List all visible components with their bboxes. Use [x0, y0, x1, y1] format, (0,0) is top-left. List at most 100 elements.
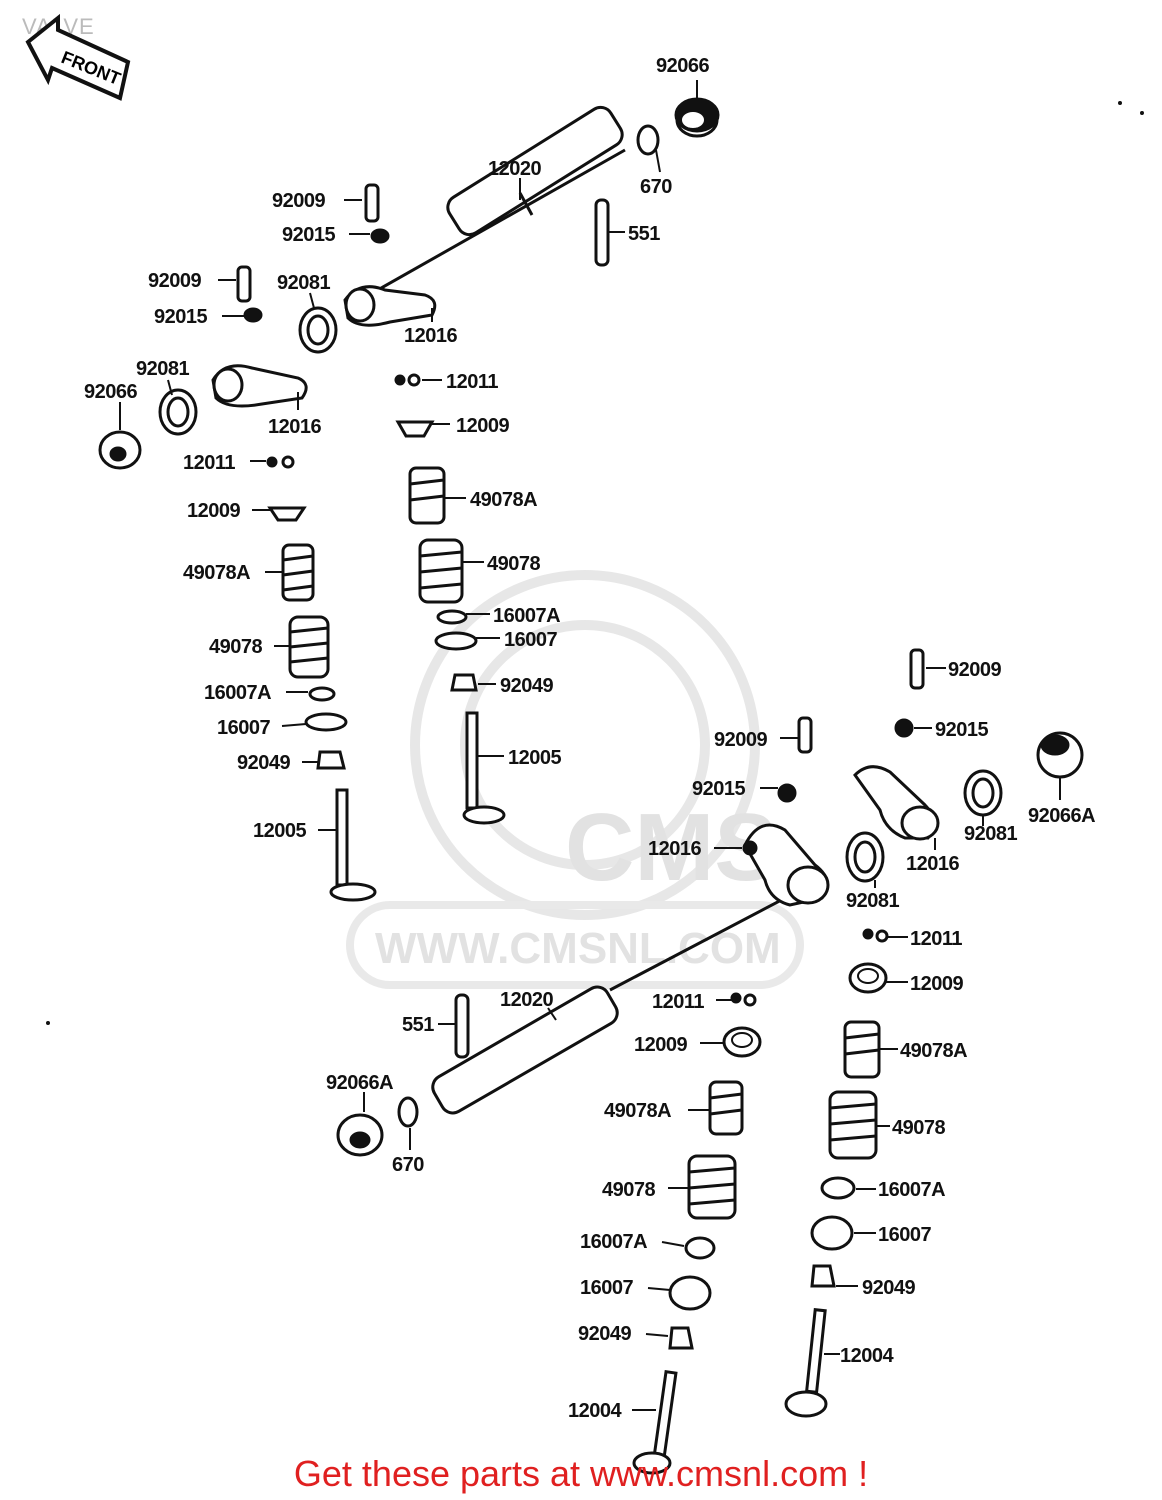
rocker-spring-2: [158, 388, 198, 436]
valve-4: [784, 1308, 828, 1418]
keeper-4: [862, 928, 874, 940]
retainer-4: [848, 962, 888, 994]
lock-nut-3: [777, 783, 797, 803]
rocker-shaft: [359, 105, 626, 302]
part-label: 92081: [964, 823, 1017, 845]
retainer-2: [395, 420, 435, 438]
part-label: 92009: [714, 729, 767, 751]
part-label: 92081: [846, 890, 899, 912]
part-label: 92049: [578, 1323, 631, 1345]
part-label: 49078A: [900, 1040, 967, 1062]
cms-watermark: CMS WWW.CMSNL.COM: [346, 570, 804, 989]
valve-stack-lower-right: [784, 928, 889, 1418]
part-labels: 92066 12020 670 551 92009 92015 92009 92…: [84, 55, 1096, 1422]
o-ring-lower: [397, 1096, 419, 1128]
valve-stack-middle: [394, 373, 506, 825]
keeper-3: [730, 992, 742, 1004]
keeper-1b: [281, 455, 295, 469]
part-label: 92081: [136, 358, 189, 380]
part-label: 92009: [948, 659, 1001, 681]
part-label: 12004: [840, 1345, 894, 1367]
part-label: 12016: [404, 325, 457, 347]
rocker-spring-4: [963, 769, 1003, 817]
part-label: 49078A: [183, 562, 250, 584]
outer-spring-4: [828, 1090, 878, 1160]
keeper-4b: [875, 929, 889, 943]
part-label: 12005: [253, 820, 306, 842]
part-label: 16007A: [878, 1179, 945, 1201]
valve-stack-lower-middle: [632, 992, 762, 1475]
watermark-url: WWW.CMSNL.COM: [375, 924, 781, 973]
adjust-screw-2: [236, 265, 252, 303]
rocker-spring-1: [298, 306, 338, 354]
rocker-arm-2: [211, 364, 308, 408]
stem-seal-3: [668, 1326, 694, 1350]
part-label: 12016: [906, 853, 959, 875]
stem-seal-1: [316, 750, 346, 770]
spring-seat-inner-4: [820, 1176, 856, 1200]
adjust-screw-1: [364, 183, 380, 223]
pin-top: [594, 198, 610, 267]
part-label: 49078A: [604, 1100, 671, 1122]
part-label: 92009: [148, 270, 201, 292]
part-label: 12020: [500, 989, 553, 1011]
pin-lower: [454, 993, 470, 1059]
lock-nut-4: [894, 718, 914, 738]
o-ring-top: [636, 124, 660, 156]
keeper-2b: [407, 373, 421, 387]
part-label: 12005: [508, 747, 561, 769]
part-label: 16007A: [204, 682, 271, 704]
rocker-spring-3: [845, 831, 885, 883]
inner-spring-1: [281, 543, 315, 602]
inner-spring-2: [408, 466, 446, 525]
part-label: 12016: [648, 838, 701, 860]
part-label: 551: [628, 223, 660, 245]
part-label: 92015: [154, 306, 207, 328]
part-label: 12009: [456, 415, 509, 437]
keeper-1: [266, 456, 278, 468]
lower-rocker-assembly: [336, 648, 1084, 1157]
stem-seal-2: [450, 673, 478, 692]
part-label: 49078: [602, 1179, 655, 1201]
rocker-shaft-lower: [431, 883, 811, 1115]
part-label: 49078: [487, 553, 540, 575]
part-label: 670: [640, 176, 672, 198]
spring-seat-inner-1: [308, 686, 336, 702]
part-label: 92049: [500, 675, 553, 697]
keeper-3b: [743, 993, 757, 1007]
part-label: 12009: [187, 500, 240, 522]
part-label: 92066: [656, 55, 709, 77]
part-label: 92066: [84, 381, 137, 403]
spring-seat-outer-1: [304, 712, 348, 732]
outer-spring-2: [418, 538, 464, 604]
inner-spring-4: [843, 1020, 881, 1079]
part-label: 16007A: [493, 605, 560, 627]
upper-rocker-assembly: [98, 97, 720, 470]
spring-seat-outer-2: [434, 631, 478, 651]
footer-link[interactable]: Get these parts at www.cmsnl.com !: [293, 1453, 869, 1494]
leader-lines: [119, 80, 1061, 1411]
part-label: 12011: [183, 452, 235, 474]
adjust-screw-4: [909, 648, 925, 690]
lock-nut-2: [243, 307, 263, 323]
part-label: 12011: [910, 928, 962, 950]
rocker-arm-4: [853, 765, 940, 841]
part-label: 16007: [878, 1224, 931, 1246]
part-label: 92015: [282, 224, 335, 246]
rocker-arm-3: [742, 823, 830, 907]
cap-plug-left: [98, 430, 142, 470]
rocker-arm-1: [343, 285, 437, 327]
part-label: 49078: [892, 1117, 945, 1139]
spring-seat-inner-2: [436, 609, 468, 625]
part-label: 92049: [862, 1277, 915, 1299]
outer-spring-3: [687, 1154, 737, 1220]
spring-seat-outer-4: [810, 1215, 854, 1251]
part-label: 92015: [935, 719, 988, 741]
part-label: 12009: [910, 973, 963, 995]
valve-2: [462, 711, 506, 825]
cap-plug-right: [1036, 731, 1084, 779]
spring-seat-inner-3: [684, 1236, 716, 1260]
part-label: 16007: [580, 1277, 633, 1299]
part-label: 92066A: [1028, 805, 1095, 827]
